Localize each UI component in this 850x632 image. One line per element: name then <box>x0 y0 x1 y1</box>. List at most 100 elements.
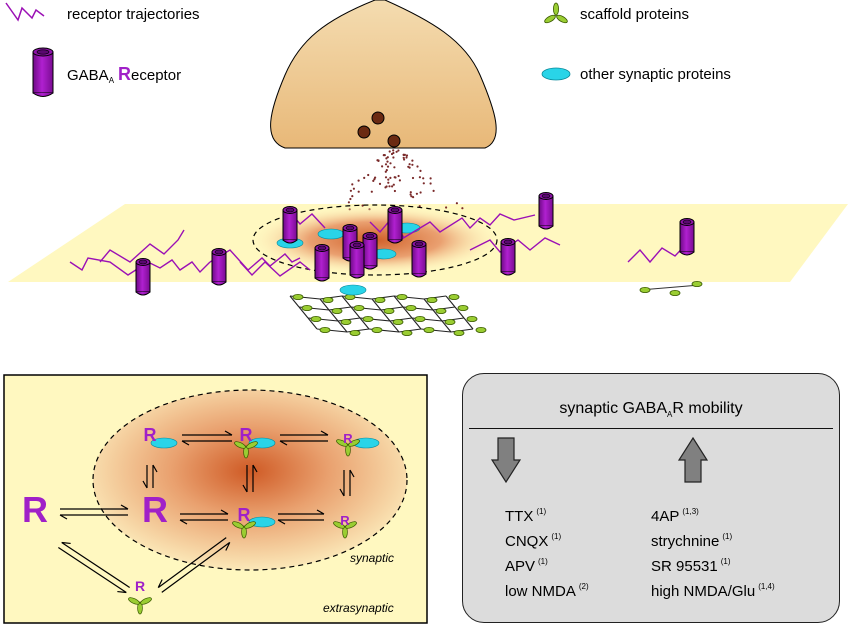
lattice-link <box>463 317 474 330</box>
transmitter-dot <box>402 156 405 159</box>
lattice-link <box>411 317 422 330</box>
receptor-state-label: R <box>22 489 48 530</box>
transmitter-dot <box>357 179 360 182</box>
transmitter-dot <box>387 181 390 184</box>
receptor-legend-icon <box>32 47 54 97</box>
lattice-link <box>298 306 309 319</box>
lattice-link <box>432 309 443 322</box>
scaffold-protein <box>310 315 322 323</box>
transmitter-dot <box>429 182 432 185</box>
scaffold-protein <box>414 315 426 323</box>
increase-item: 4AP(1,3) <box>651 507 699 525</box>
scaffold-protein <box>435 307 447 315</box>
transmitter-dot <box>385 169 388 172</box>
increase-item: SR 95531(1) <box>651 557 731 575</box>
transmitter-dot <box>349 197 352 201</box>
scaffold-lattice <box>289 293 487 337</box>
scaffold-protein <box>349 329 361 337</box>
scaffold-protein <box>362 315 374 323</box>
receptor-trajectories <box>69 211 691 277</box>
mobility-title-suffix: R mobility <box>672 400 743 417</box>
transmitter-dot <box>397 174 400 178</box>
extrasynaptic-scaffold <box>639 280 703 297</box>
lattice-link <box>341 295 352 308</box>
lattice-link <box>402 306 413 319</box>
down-arrow-icon <box>491 437 521 484</box>
transmitter-dot <box>408 163 411 166</box>
scaffold-protein <box>301 304 313 312</box>
neurotransmitter-release <box>347 149 464 211</box>
transmitter-dot <box>351 183 354 186</box>
receptor <box>314 244 330 282</box>
lattice-link <box>319 298 330 311</box>
transmitter-dot <box>397 149 400 152</box>
transmitter-dot <box>461 207 464 210</box>
legend-scaffold-label: scaffold proteins <box>580 6 689 23</box>
transmitter-dot <box>393 189 396 193</box>
other-protein <box>150 437 178 449</box>
transmitter-dot <box>415 192 418 195</box>
legend-receptor-suffix: eceptor <box>131 67 181 84</box>
lattice-link <box>337 320 348 333</box>
transmitter-dot <box>410 195 413 198</box>
transmitter-dot <box>386 165 390 168</box>
transmitter-dot <box>363 176 366 179</box>
increase-list: 4AP(1,3) strychnine(1) SR 95531(1) high … <box>651 502 775 602</box>
scaffold-protein <box>405 304 417 312</box>
increase-item: high NMDA/Glu(1,4) <box>651 582 775 600</box>
transmitter-dot <box>393 176 396 179</box>
transmitter-dot <box>372 179 375 182</box>
other-protein <box>248 516 276 528</box>
transmitter-dot <box>351 195 354 198</box>
synaptic-domain <box>92 389 408 571</box>
transmitter-dot <box>419 191 422 194</box>
scaffold-protein <box>457 304 469 312</box>
scaffold-protein <box>426 296 438 304</box>
mobility-title: synaptic GABAAR mobility <box>463 400 839 419</box>
scaffold-protein <box>371 326 383 334</box>
transmitter-dot <box>445 206 448 209</box>
scaffold-protein <box>128 597 152 615</box>
transmitter-dot <box>389 162 392 165</box>
receptor <box>362 232 378 270</box>
decrease-item: CNQX(1) <box>505 532 562 550</box>
transmitter-dot <box>384 176 388 179</box>
transmitter-dot <box>378 182 382 185</box>
receptor-state-label: R <box>340 513 350 528</box>
transmitter-dot <box>392 156 395 159</box>
receptor <box>500 238 516 276</box>
receptor <box>211 248 227 286</box>
scaffold-protein <box>331 307 343 315</box>
scaffold-protein <box>448 293 460 301</box>
up-arrow-icon <box>678 436 708 483</box>
transmitter-dot <box>409 193 412 196</box>
transmitter-dot <box>376 159 379 162</box>
transmitter-dot <box>384 170 387 173</box>
transmitter-dot <box>373 178 376 181</box>
trajectory-legend-icon <box>5 2 45 22</box>
transmitter-dot <box>402 153 405 156</box>
transmitter-dot <box>429 177 432 180</box>
legend-receptor-sub: A <box>109 76 115 85</box>
legend-other-label: other synaptic proteins <box>580 66 731 83</box>
transmitter-dot <box>384 163 388 166</box>
vesicle <box>371 111 385 125</box>
transmitter-dot <box>347 201 350 204</box>
synaptic-label: synaptic <box>350 551 394 565</box>
receptor <box>387 206 403 244</box>
transmitter-dot <box>370 190 373 193</box>
mobility-divider <box>469 428 833 429</box>
transmitter-dot <box>389 176 392 179</box>
transmitter-dot <box>392 149 395 152</box>
vesicle <box>357 125 371 139</box>
transmitter-dot <box>411 159 414 162</box>
decrease-item: APV(1) <box>505 557 548 575</box>
receptor-state-label: R <box>240 425 253 445</box>
transmitter-dot <box>419 169 422 172</box>
extrasynaptic-label: extrasynaptic <box>323 601 394 615</box>
lattice-link <box>389 320 400 333</box>
synaptic-cluster-boundary <box>252 204 498 276</box>
